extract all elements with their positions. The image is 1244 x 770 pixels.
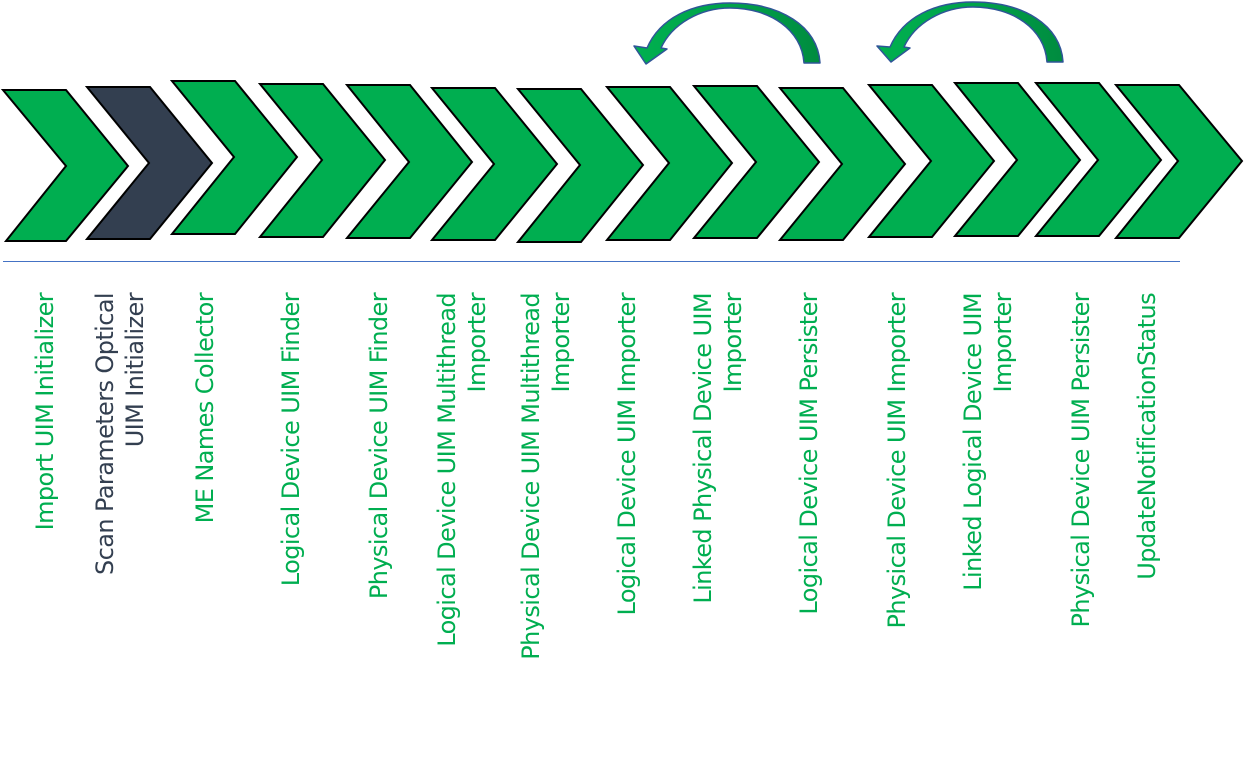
step-chevron-9[interactable]	[691, 85, 821, 239]
step-chevron-6[interactable]	[429, 87, 559, 241]
curved-back-arrow-icon	[876, 1, 1064, 63]
step-chevron-7[interactable]	[515, 88, 645, 243]
step-chevron-11[interactable]	[866, 84, 996, 238]
step-label-1: Import UIM Initializer	[31, 293, 59, 531]
step-label-13: Physical Device UIM Persister	[1067, 293, 1095, 628]
step-chevron-1[interactable]	[0, 89, 130, 242]
curved-back-arrow-icon	[633, 2, 821, 65]
step-chevron-3[interactable]	[169, 80, 299, 235]
step-chevron-5[interactable]	[344, 84, 474, 239]
separator-line	[3, 261, 1180, 262]
step-label-5: Physical Device UIM Finder	[365, 293, 393, 600]
step-chevron-2[interactable]	[84, 86, 214, 240]
step-label-7: Physical Device UIM Multithread Importer	[517, 293, 575, 660]
step-label-2: Scan Parameters Optical UIM Initializer	[91, 293, 149, 575]
step-label-3: ME Names Collector	[191, 293, 219, 524]
step-label-6: Logical Device UIM Multithread Importer	[433, 293, 491, 647]
step-label-8: Logical Device UIM Importer	[613, 293, 641, 616]
step-chevron-12[interactable]	[952, 82, 1082, 237]
step-chevron-13[interactable]	[1033, 82, 1163, 237]
step-chevron-10[interactable]	[777, 87, 907, 241]
loop-arrow-1	[633, 2, 821, 65]
step-label-9: Linked Physical Device UIM Importer	[689, 293, 747, 604]
chevron-row	[0, 80, 1244, 243]
step-label-10: Logical Device UIM Persister	[795, 293, 823, 615]
step-label-12: Linked Logical Device UIM Importer	[959, 293, 1017, 591]
step-label-4: Logical Device UIM Finder	[277, 293, 305, 587]
step-chevron-4[interactable]	[257, 83, 387, 238]
step-chevron-14[interactable]	[1113, 84, 1244, 239]
loop-arrow-2	[876, 1, 1064, 63]
step-label-14: UpdateNotificationStatus	[1133, 293, 1161, 580]
step-label-11: Physical Device UIM Importer	[883, 293, 911, 629]
step-chevron-8[interactable]	[604, 86, 734, 241]
